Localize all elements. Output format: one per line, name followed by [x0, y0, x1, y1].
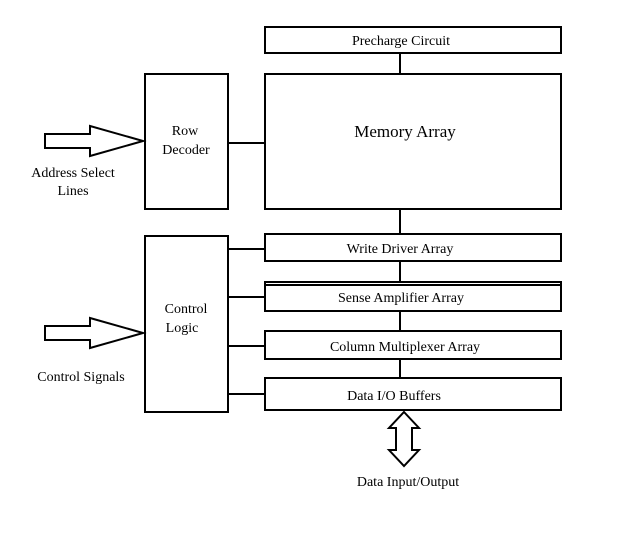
data-io-buffers-block: Data I/O Buffers	[264, 377, 562, 411]
data-input-output-label: Data Input/Output	[357, 475, 459, 490]
control-logic-label-line-1: Control	[165, 302, 208, 317]
connectors	[228, 53, 401, 395]
address-select-label-line-2: Lines	[57, 184, 88, 199]
memory-array-block: Memory Array	[264, 73, 562, 210]
address-select-arrow-icon	[44, 124, 147, 158]
sense-amplifier-array-block: Sense Amplifier Array	[264, 281, 562, 312]
precharge-circuit-block: Precharge Circuit	[264, 26, 562, 54]
write-driver-array-label: Write Driver Array	[347, 242, 454, 257]
column-multiplexer-array-block: Column Multiplexer Array	[264, 330, 562, 360]
data-io-bidirectional-arrow-icon	[386, 410, 422, 468]
row-decoder-label-line-2: Decoder	[162, 143, 210, 158]
write-driver-array-block: Write Driver Array	[264, 233, 562, 262]
control-signals-label: Control Signals	[37, 370, 125, 385]
memory-array-label: Memory Array	[354, 122, 456, 141]
address-select-label-line-1: Address Select	[31, 166, 115, 181]
row-decoder-block: Row Decoder	[144, 73, 229, 210]
control-logic-block: Control Logic	[144, 235, 229, 413]
column-multiplexer-array-label: Column Multiplexer Array	[330, 340, 480, 355]
control-signals-arrow-icon	[44, 316, 147, 350]
precharge-circuit-label: Precharge Circuit	[352, 34, 450, 49]
sense-amplifier-array-label: Sense Amplifier Array	[338, 291, 464, 306]
control-logic-label-line-2: Logic	[166, 321, 199, 336]
data-io-buffers-label: Data I/O Buffers	[347, 389, 441, 404]
row-decoder-label-line-1: Row	[172, 124, 199, 139]
